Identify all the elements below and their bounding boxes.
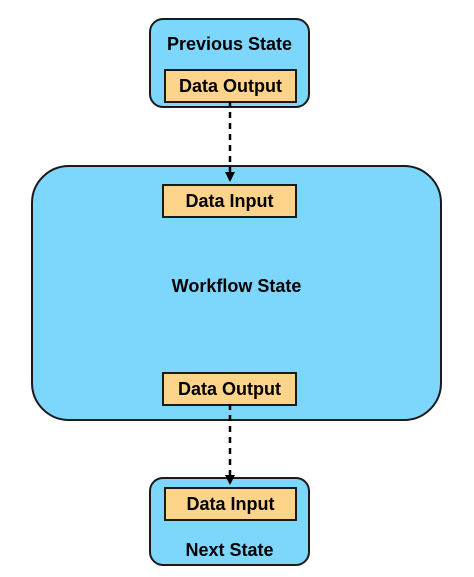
workflow-state-label: Workflow State: [171, 276, 302, 296]
workflow-state-node: Data Input Workflow State Data Output: [31, 165, 442, 421]
workflow-state-data-output-port: Data Output: [162, 372, 297, 406]
previous-state-label: Previous State: [166, 34, 293, 54]
previous-state-node: Previous State Data Output: [149, 18, 310, 108]
next-state-node: Data Input Next State: [149, 477, 310, 566]
next-state-label: Next State: [185, 540, 274, 560]
previous-state-data-output-port: Data Output: [164, 69, 297, 103]
next-state-data-input-port: Data Input: [164, 487, 297, 521]
workflow-state-data-input-port: Data Input: [162, 184, 297, 218]
